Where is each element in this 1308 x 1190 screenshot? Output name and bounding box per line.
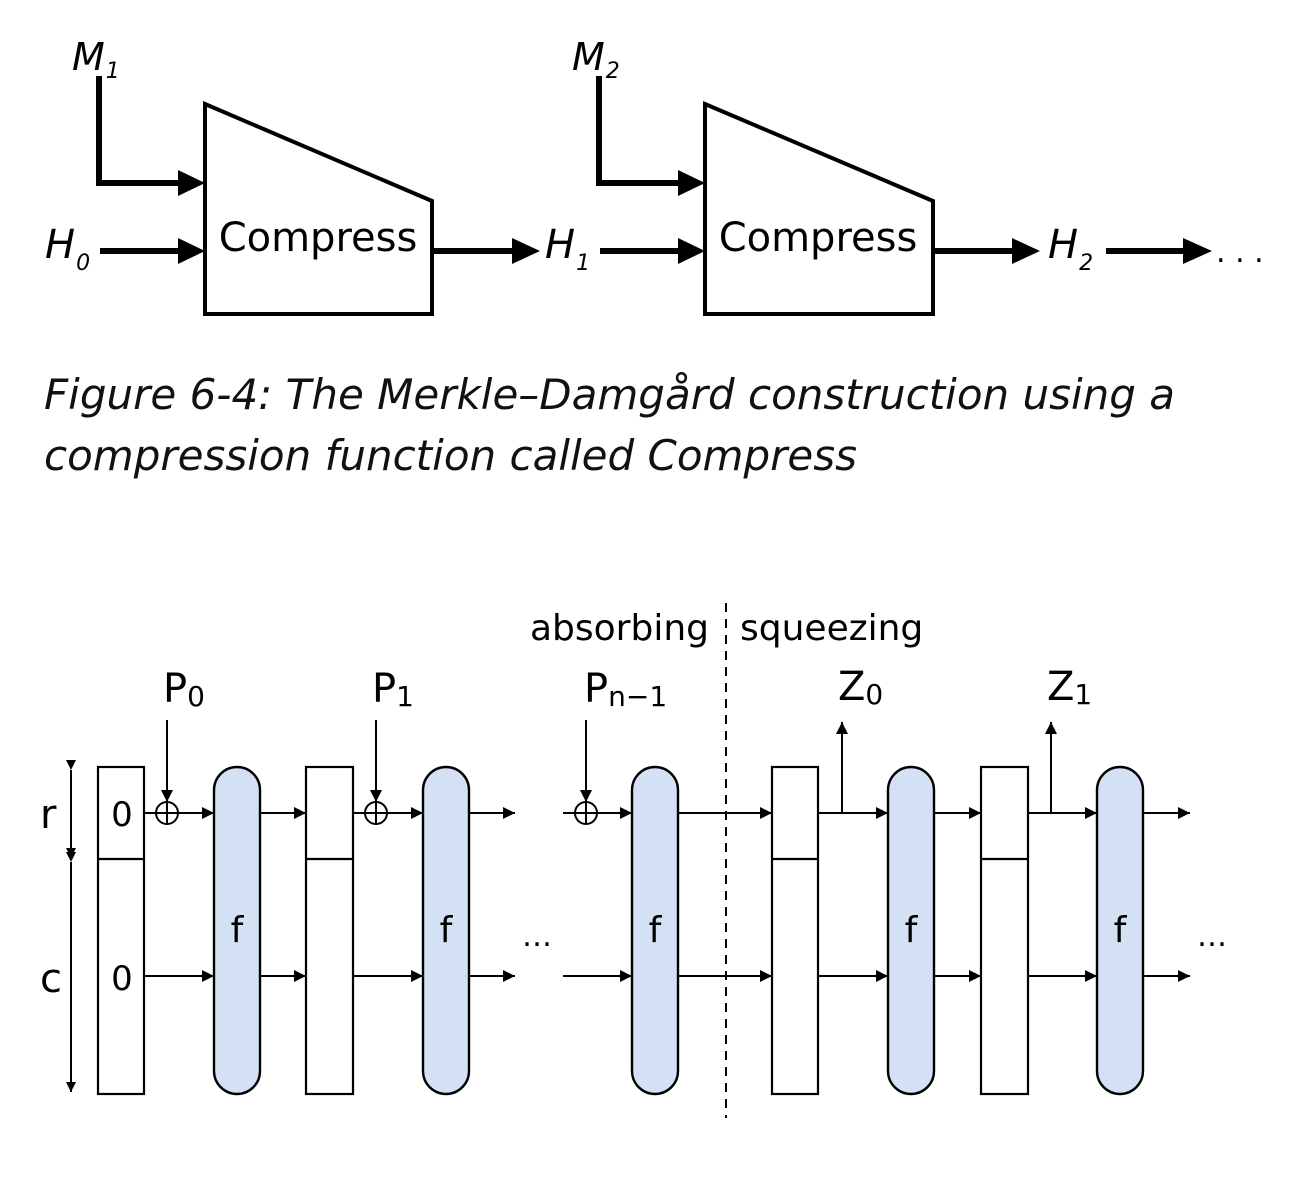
state-box-2 xyxy=(770,765,820,1096)
m1-arrowhead xyxy=(178,170,205,196)
compress-label-2: Compress xyxy=(719,215,918,261)
h1-in-arrowhead xyxy=(678,238,705,264)
absorb-ellipsis: … xyxy=(522,919,552,954)
capacity-label: c xyxy=(40,956,62,1002)
permutation-f-5: f xyxy=(1095,765,1145,1096)
svg-text:f: f xyxy=(440,910,454,951)
svg-text:f: f xyxy=(905,910,919,951)
initial-capacity-zero: 0 xyxy=(111,959,133,999)
label-p1: P1 xyxy=(372,666,414,713)
xor-0 xyxy=(155,801,179,825)
label-pn-1: Pn−1 xyxy=(584,666,667,713)
initial-rate-zero: 0 xyxy=(111,795,133,835)
sponge-diagram: absorbing squeezing r c 0 0 P0 f xyxy=(40,603,1227,1118)
label-m1: M1 xyxy=(72,35,120,84)
h2-out-arrowhead xyxy=(1012,238,1040,264)
svg-text:f: f xyxy=(649,910,663,951)
xor-n xyxy=(574,801,598,825)
merkle-damgard-diagram: Compress M1 H0 H1 Compress M2 H2 . . . xyxy=(45,35,1264,316)
compress-block-1: Compress xyxy=(203,100,434,316)
phase-absorbing: absorbing xyxy=(530,608,709,649)
state-box-3 xyxy=(979,765,1030,1096)
label-m2: M2 xyxy=(572,35,620,84)
label-z1: Z1 xyxy=(1047,664,1092,711)
svg-text:f: f xyxy=(231,910,245,951)
m2-arrowhead xyxy=(678,170,705,196)
compress-block-2: Compress xyxy=(703,100,935,316)
permutation-f-2: f xyxy=(421,765,471,1096)
permutation-f-1: f xyxy=(212,765,262,1096)
continuation-ellipsis: . . . xyxy=(1216,235,1264,270)
label-h0: H0 xyxy=(45,222,90,276)
permutation-f-4: f xyxy=(886,765,936,1096)
compress-label-1: Compress xyxy=(219,215,418,261)
h1-out-arrowhead xyxy=(512,238,540,264)
phase-squeezing: squeezing xyxy=(740,608,923,649)
figure-caption: Figure 6-4: The Merkle–Damgård construct… xyxy=(44,370,1176,480)
initial-state: 0 0 xyxy=(96,765,146,1096)
continuation-arrowhead xyxy=(1183,238,1212,264)
svg-text:f: f xyxy=(1114,910,1128,951)
label-h1: H1 xyxy=(545,222,590,276)
xor-1 xyxy=(364,801,388,825)
label-z0: Z0 xyxy=(838,664,883,711)
h0-arrowhead xyxy=(178,238,205,264)
m2-line xyxy=(596,76,680,186)
state-box-1 xyxy=(304,765,355,1096)
permutation-f-3: f xyxy=(630,765,680,1096)
label-p0: P0 xyxy=(163,666,205,713)
rate-label: r xyxy=(40,792,57,838)
m1-line xyxy=(96,76,180,186)
label-h2: H2 xyxy=(1048,222,1093,276)
squeeze-ellipsis: … xyxy=(1197,919,1227,954)
